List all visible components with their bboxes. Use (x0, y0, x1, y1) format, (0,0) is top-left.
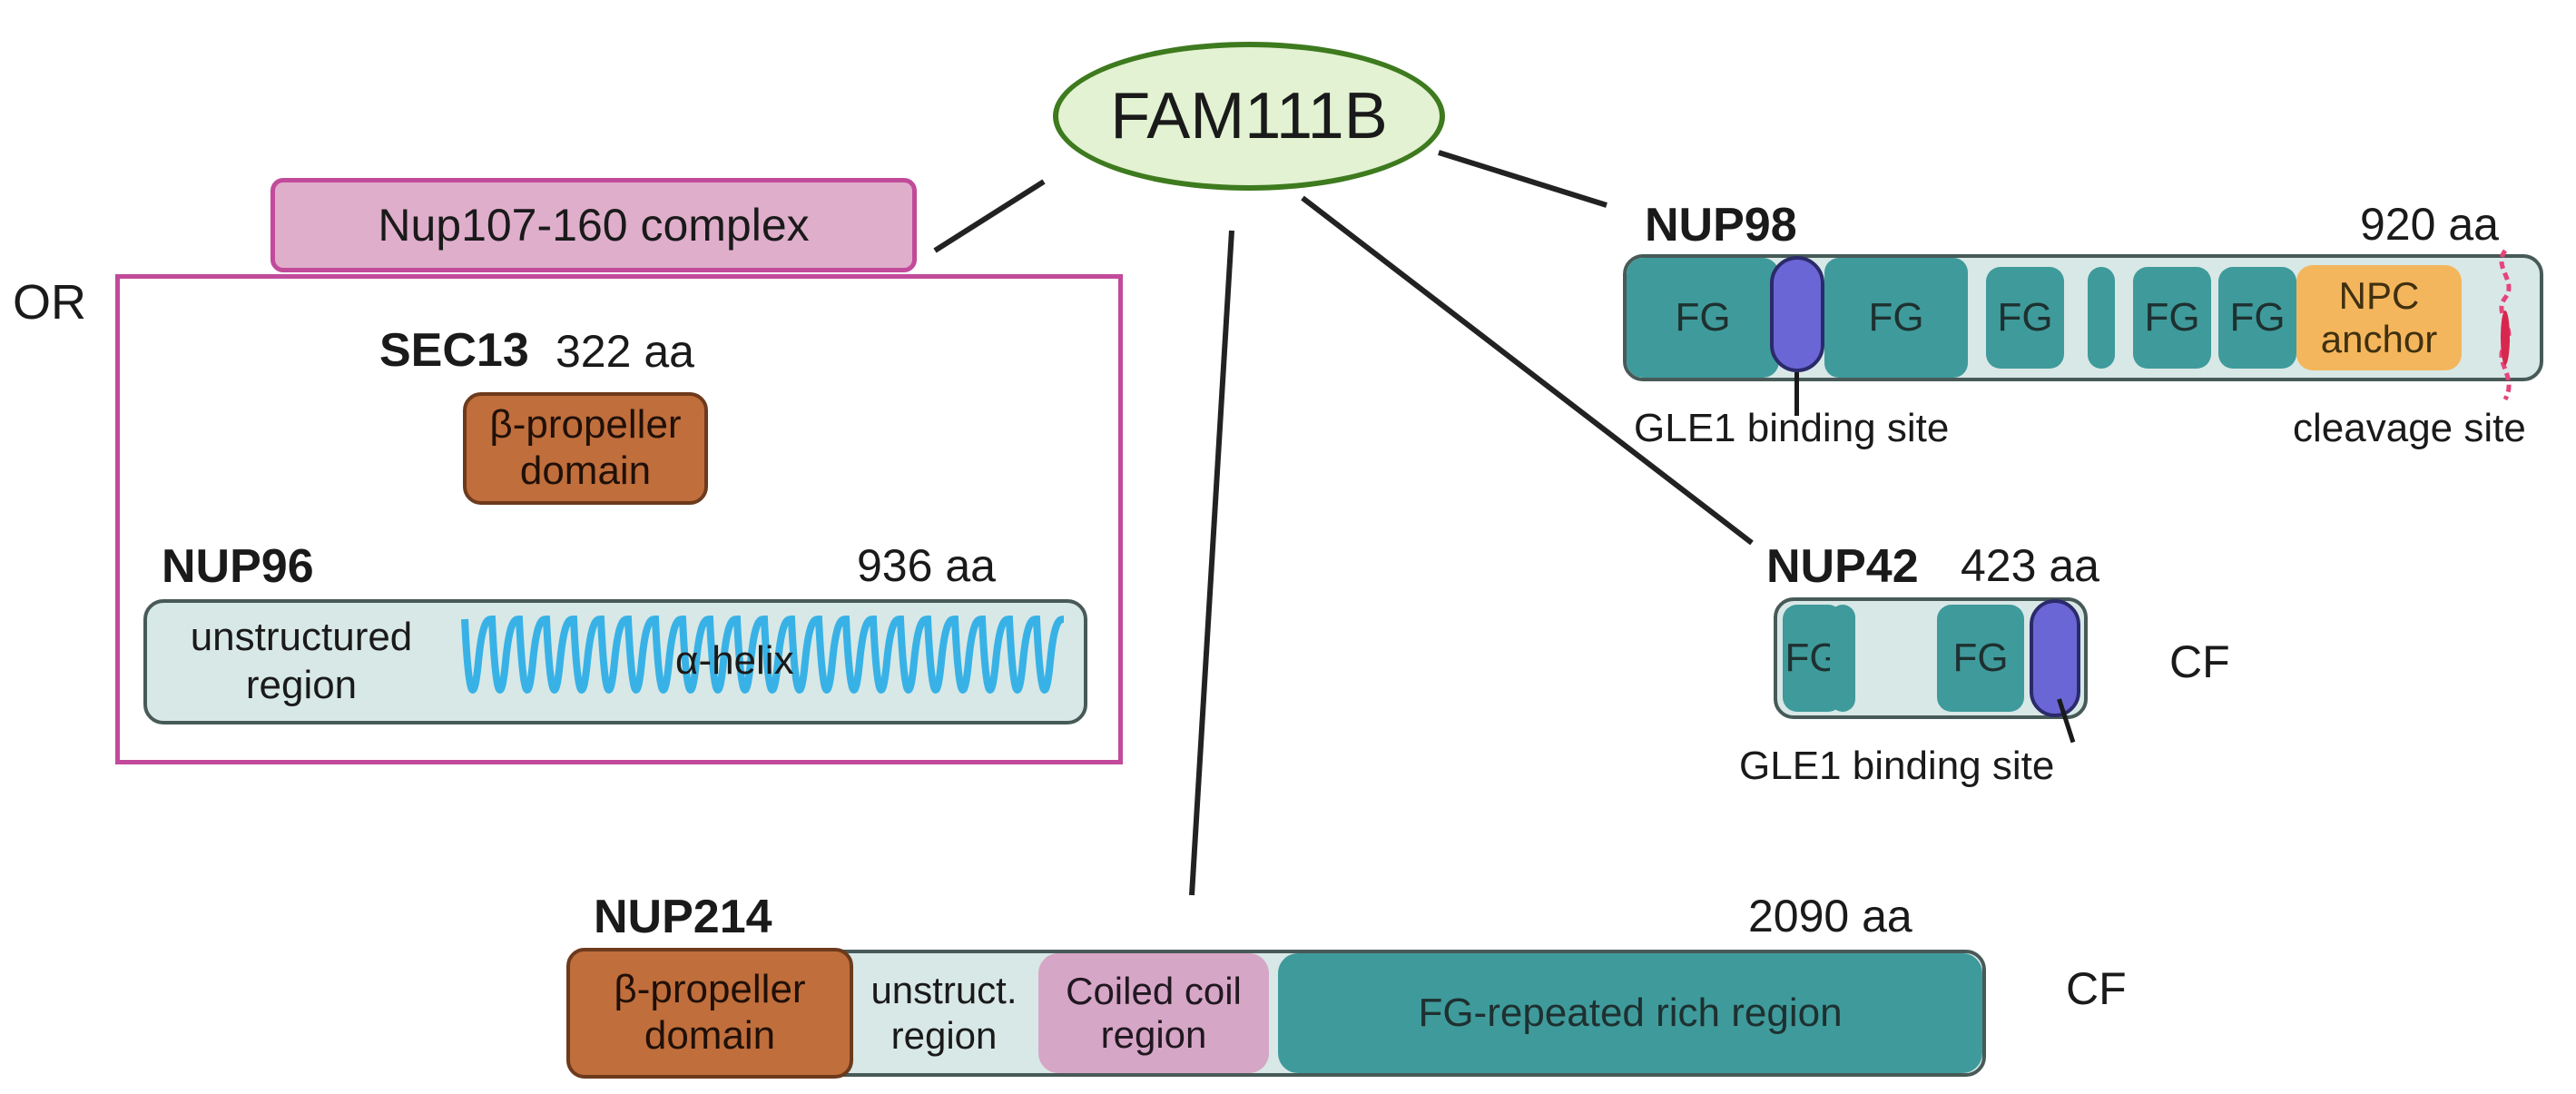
line-to-nup214 (1189, 230, 1234, 896)
nup107-160-complex-label: Nup107-160 complex (270, 178, 917, 272)
nup42-fg-bar (1830, 605, 1855, 712)
nup42-gle1-label: GLE1 binding site (1739, 744, 2055, 788)
fam111b-node: FAM111B (1053, 42, 1445, 191)
line-to-complex (933, 179, 1046, 253)
npc-anchor-text: NPC anchor (2320, 273, 2438, 360)
nup98-fg-bar (2088, 267, 2115, 369)
nup96-name: NUP96 (162, 540, 314, 593)
nup214-length: 2090 aa (1748, 891, 1912, 941)
sec13-domain-text: β-propeller domain (489, 402, 682, 493)
nup42-cf-tag: CF (2169, 636, 2230, 687)
nup98-fg-5: FG (2218, 267, 2296, 369)
nup42-gle1-site (2030, 599, 2080, 717)
nup214-cf-tag: CF (2066, 963, 2127, 1014)
nup214-domain-text: β-propeller domain (614, 967, 806, 1058)
line-to-nup98 (1438, 150, 1608, 208)
line-to-nup42 (1301, 195, 1754, 546)
nup42-length: 423 aa (1961, 540, 2099, 591)
nup214-coiled-coil-region: Coiled coil region (1038, 953, 1269, 1073)
sec13-propeller-domain: β-propeller domain (463, 392, 708, 505)
nup98-gle1-label: GLE1 binding site (1634, 406, 1950, 450)
or-label: OR (13, 275, 86, 330)
fam111b-label: FAM111B (1110, 80, 1388, 153)
nup98-length: 920 aa (2360, 199, 2499, 250)
nup42-name: NUP42 (1766, 540, 1919, 593)
coil-text: Coiled coil region (1066, 969, 1242, 1056)
nup214-propeller-domain: β-propeller domain (566, 948, 853, 1079)
nup96-unstructured-region: unstructured region (190, 615, 413, 707)
nup96-length: 936 aa (857, 540, 996, 591)
complex-label-text: Nup107-160 complex (378, 200, 810, 251)
cleavage-site-icon (2499, 249, 2512, 401)
alpha-helix-graphic (461, 615, 1065, 694)
nup98-name: NUP98 (1645, 199, 1797, 251)
nup96-bar: unstructured region α-helix (143, 599, 1087, 724)
nup98-cleavage-label: cleavage site (2293, 406, 2526, 450)
nup214-fg-rich-region: FG-repeated rich region (1278, 953, 1982, 1073)
nup98-fg-2: FG (1824, 258, 1968, 378)
nup214-name: NUP214 (594, 891, 772, 943)
nup98-gle1-site (1770, 256, 1824, 372)
sec13-length: 322 aa (556, 326, 694, 377)
nup98-npc-anchor: NPC anchor (2296, 265, 2462, 370)
nup98-gle1-pointer (1794, 372, 1799, 416)
nup98-bar: FG FG FG FG FG NPC anchor (1623, 254, 2543, 381)
nup42-fg-2: FG (1937, 605, 2024, 712)
nup98-fg-3: FG (1986, 267, 2064, 369)
nup214-unstruct-region: unstruct. region (870, 968, 1018, 1057)
nup98-fg-1: FG (1627, 258, 1779, 378)
nup96-helix-label: α-helix (675, 638, 794, 683)
nup98-fg-4: FG (2133, 267, 2211, 369)
complex-box (115, 274, 1123, 764)
sec13-name: SEC13 (379, 324, 529, 377)
